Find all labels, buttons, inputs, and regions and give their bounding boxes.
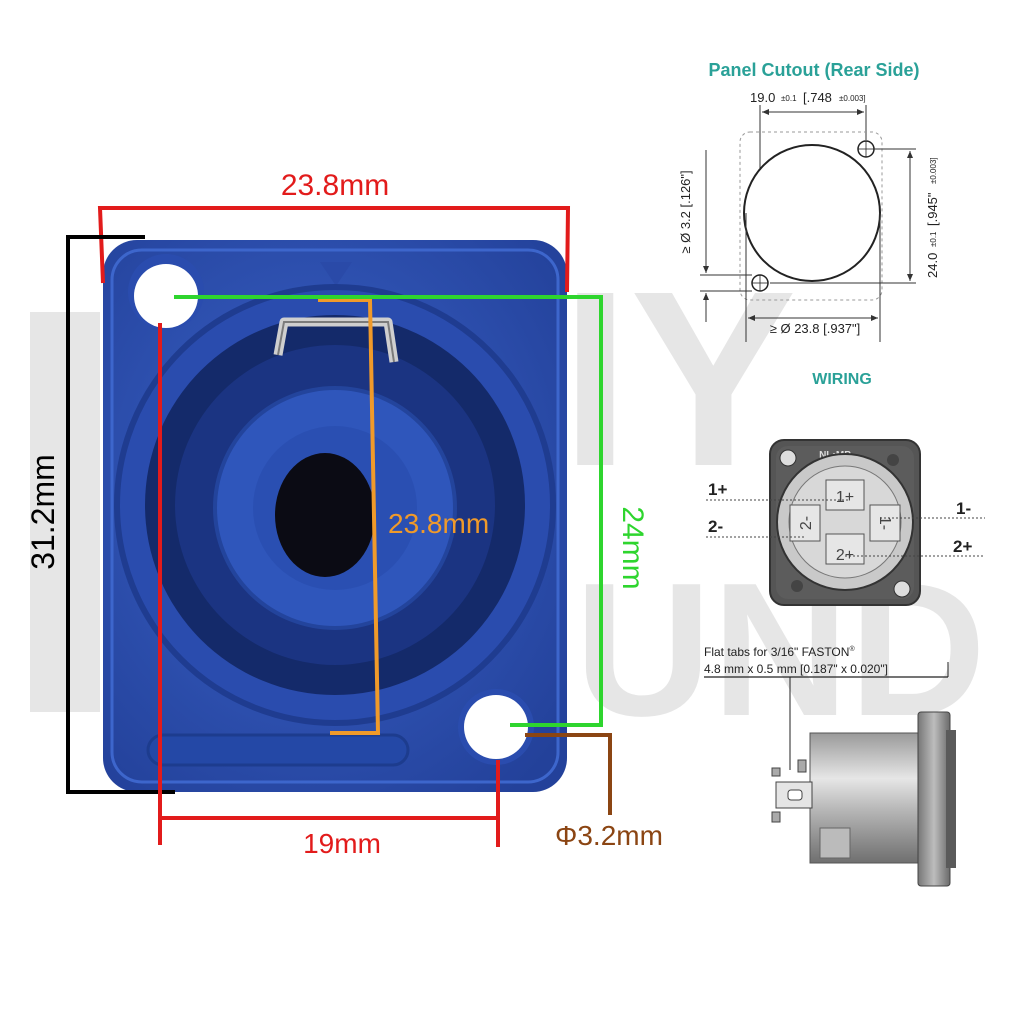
cutout-height-inch-tol: ±0.003] [929,157,938,184]
cutout-width-inch: [.748 [803,90,832,105]
pin-label-2-minus: 2- [708,517,723,536]
dimension-ring-diameter: 23.8mm [318,298,489,735]
cutout-main-circle [743,144,881,282]
panel-cutout-drawing: Panel Cutout (Rear Side) 19.0 ±0.1 [.748… [678,60,940,342]
pin-label-1-plus: 1+ [708,480,727,499]
cutout-height-inch: [.945" [925,192,940,226]
dimension-hole-spacing-horizontal: 19mm [158,323,500,859]
dimension-hole-diameter-label: Φ3.2mm [555,820,663,851]
cutout-height-tol: ±0.1 [929,231,938,247]
dimension-hole-spacing-vertical: 24mm [174,295,649,727]
dimension-hole-spacing-horizontal-label: 19mm [303,828,381,859]
orientation-triangle-icon [320,262,352,286]
watermark-bar [30,312,100,712]
face-label-2-minus: 2- [798,516,815,530]
faston-reg-mark: ® [849,645,855,653]
cutout-width-inch-tol: ±0.003] [839,94,866,103]
bottom-slot [146,733,410,767]
panel-cutout-title: Panel Cutout (Rear Side) [708,60,919,80]
cutout-height-main: 24.0 [925,253,940,278]
dimension-hole-diameter: Φ3.2mm [525,733,663,851]
face-label-1-plus: 1+ [836,489,854,506]
wiring-drawing: WIRING NL•MP 1+ 2+ 2- 1- 1+ 2- 1- 2+ [706,371,985,606]
dimension-width-top: 23.8mm [97,169,571,293]
dimension-height-left-label: 31.2mm [25,454,61,570]
cutout-outline [739,131,883,301]
connector-center-hole [275,453,375,577]
connector-side-flange [917,711,951,887]
dimension-hole-spacing-vertical-label: 24mm [616,506,649,589]
face-label-1-minus: 1- [876,516,893,530]
dimension-height-left: 31.2mm [25,235,175,794]
dimension-ring-diameter-label: 23.8mm [388,508,489,539]
cutout-width-main: 19.0 [750,90,775,105]
connector-photo [103,240,567,792]
faston-drawing: Flat tabs for 3/16" FASTON® 4.8 mm x 0.5… [704,645,956,887]
faston-line1: Flat tabs for 3/16" FASTON® [704,645,855,659]
cutout-hole-label: ≥ Ø 3.2 [.126"] [678,170,693,253]
pin-label-2-plus: 2+ [953,537,972,556]
faston-line1-text: Flat tabs for 3/16" FASTON [704,645,849,659]
cutout-width-tol: ±0.1 [781,94,797,103]
pin-label-1-minus: 1- [956,499,971,518]
faston-line2: 4.8 mm x 0.5 mm [0.187" x 0.020"] [704,662,888,676]
dimension-width-top-label: 23.8mm [281,169,389,202]
wiring-title: WIRING [812,371,872,388]
cutout-circle-label: ≥ Ø 23.8 [.937"] [770,321,861,336]
